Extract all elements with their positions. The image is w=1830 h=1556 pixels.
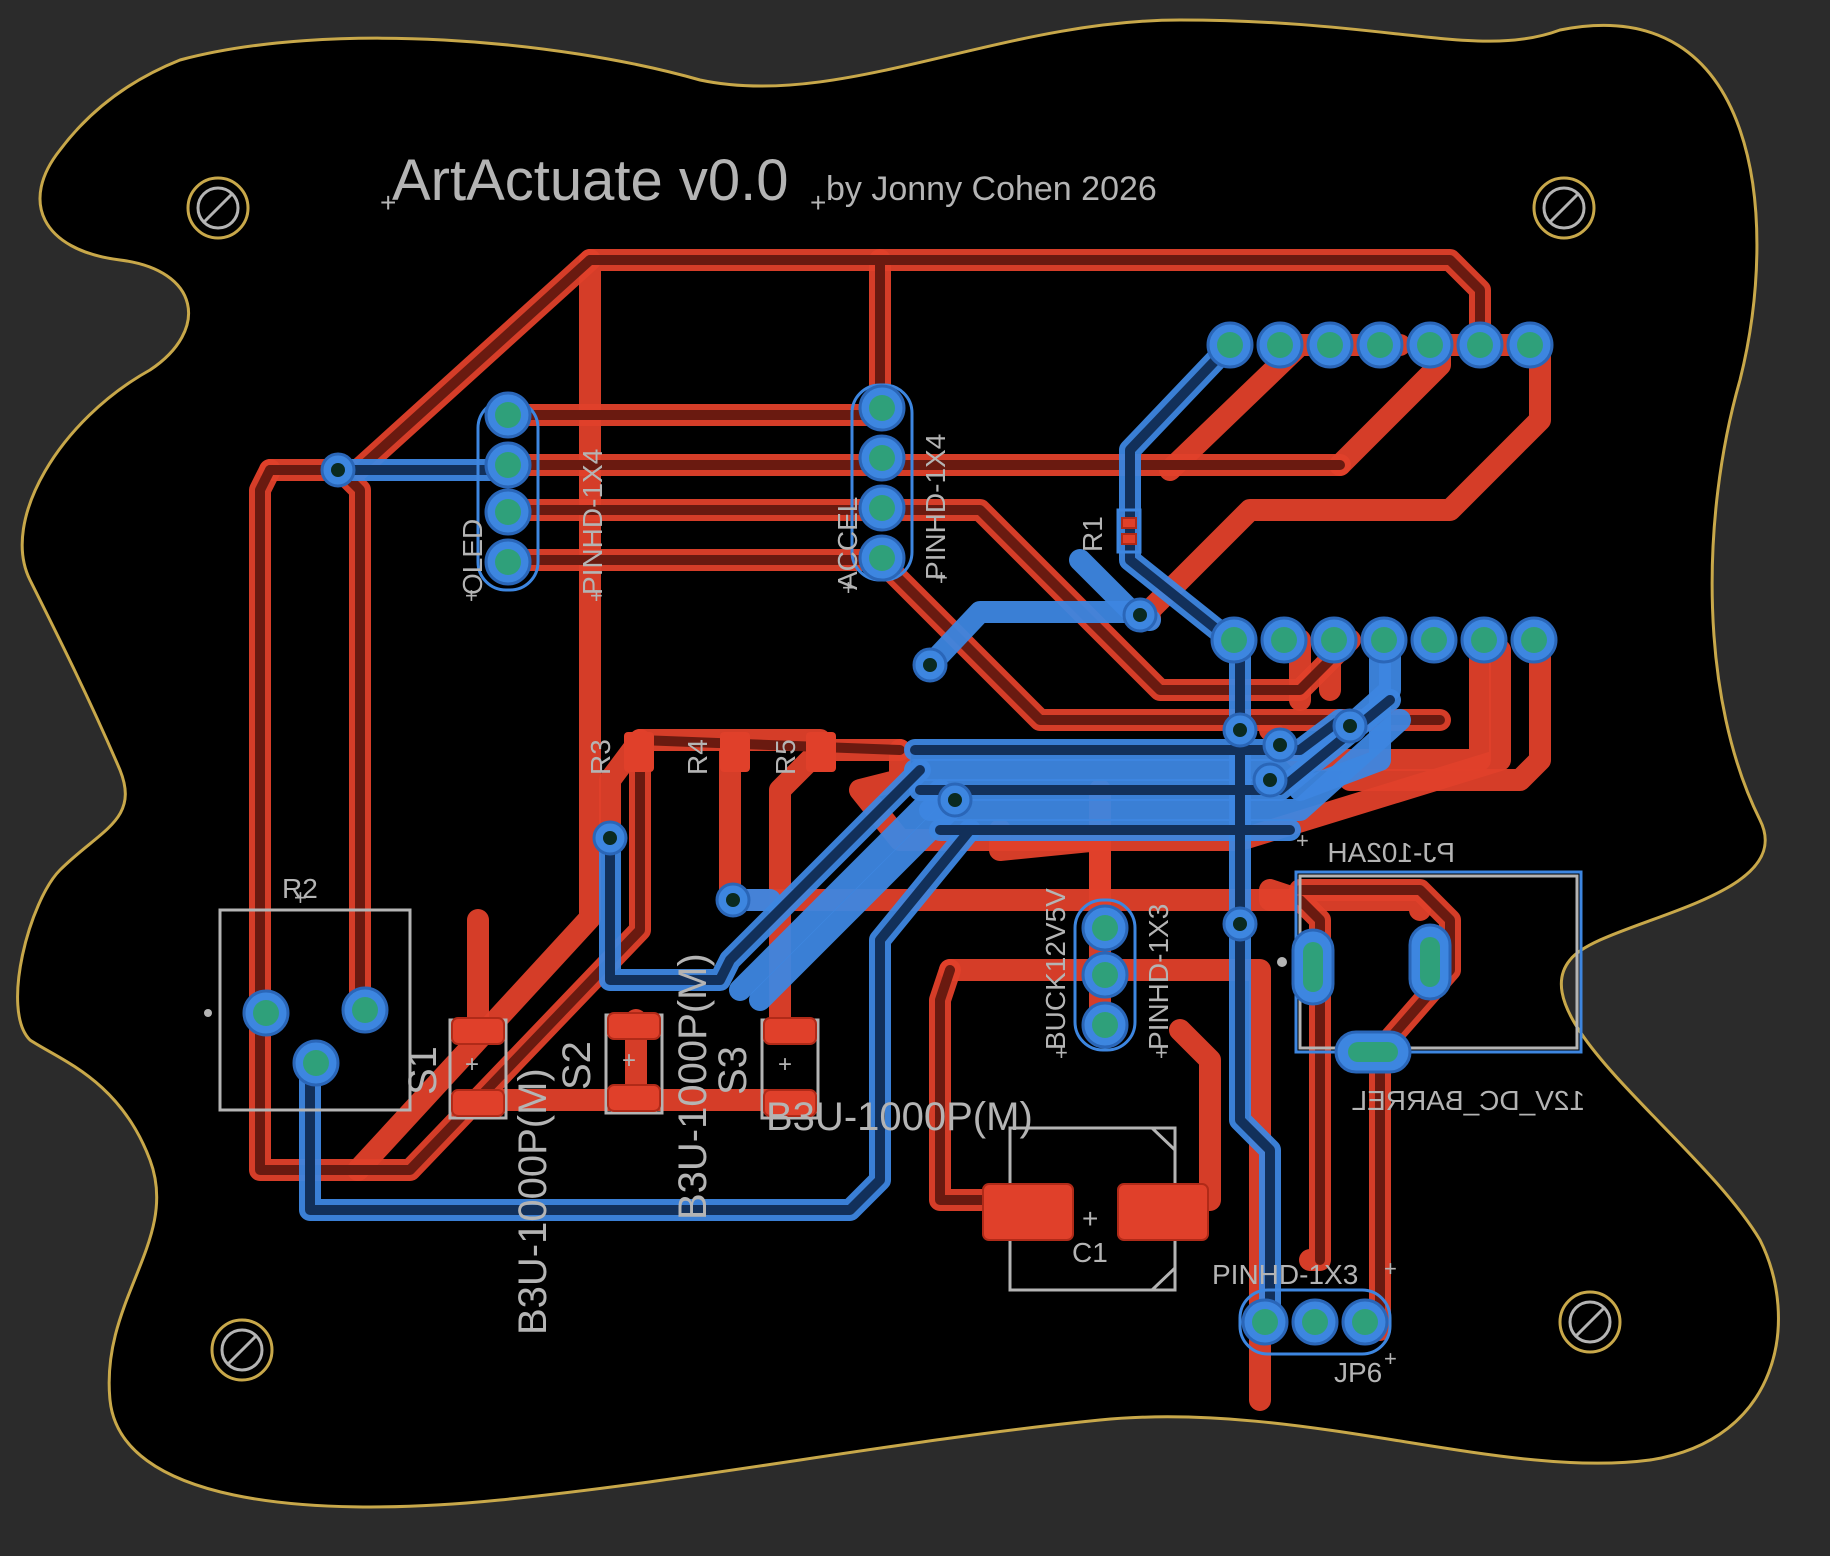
c1-label: C1: [1072, 1237, 1108, 1268]
buck-pinhd-label: PINHD-1X3: [1143, 904, 1174, 1050]
svg-text:+: +: [1155, 1040, 1168, 1065]
accel-label: ACCEL: [832, 497, 863, 590]
s2-part-label: B3U-1000P(M): [671, 953, 715, 1220]
svg-text:+: +: [935, 565, 948, 590]
svg-text:+: +: [294, 885, 307, 910]
buck-label: BUCK12V5V: [1040, 888, 1071, 1050]
header-row-lower: [1210, 616, 1558, 664]
svg-text:+: +: [1296, 828, 1309, 853]
svg-text:+: +: [842, 575, 855, 600]
switch-s1: + B3U-1000P(M): [448, 1017, 555, 1335]
accel-pinhd-label: PINHD-1X4: [920, 434, 951, 580]
svg-text:+: +: [1082, 1203, 1098, 1234]
header-row-top: [1206, 321, 1554, 369]
switch-s2: + S2 B3U-1000P(M): [555, 953, 715, 1220]
resistor-r3: R3: [585, 732, 654, 775]
resistor-r1: R1: [1077, 508, 1142, 554]
svg-text:+: +: [778, 1051, 792, 1078]
s1-part-label: B3U-1000P(M): [511, 1068, 555, 1335]
jp6-pinhd-label: PINHD-1X3: [1212, 1259, 1358, 1290]
accel-header: ACCEL PINHD-1X4 + +: [832, 383, 951, 600]
svg-text:+: +: [1384, 1256, 1397, 1281]
board-title: ArtActuate v0.0: [392, 148, 789, 213]
svg-text:+: +: [1055, 1040, 1068, 1065]
dc-barrel-jack: PJ-102AH 12V_DC_BARREL +: [1277, 828, 1585, 1116]
svg-text:+: +: [590, 583, 603, 608]
board-subtitle: by Jonny Cohen 2026: [826, 170, 1157, 208]
capacitor-c1: + C1: [982, 1126, 1209, 1292]
jp6-label: JP6: [1334, 1357, 1382, 1388]
svg-text:+: +: [622, 1047, 636, 1074]
r4-label: R4: [682, 739, 713, 775]
dc-barrel-label: 12V_DC_BARREL: [1352, 1085, 1585, 1116]
oled-pinhd-label: PINHD-1X4: [577, 449, 608, 595]
svg-text:+: +: [380, 187, 396, 218]
svg-text:+: +: [465, 583, 478, 608]
mounting-hole-icon: [1558, 1290, 1622, 1354]
svg-text:+: +: [810, 187, 826, 218]
resistor-r5: R5: [770, 732, 836, 775]
r3-label: R3: [585, 739, 616, 775]
oled-header: OLED PINHD-1X4 + +: [457, 391, 608, 608]
mounting-hole-icon: [186, 176, 250, 240]
buck-header: BUCK12V5V PINHD-1X3 + +: [1040, 888, 1174, 1065]
r5-label: R5: [770, 739, 801, 775]
mounting-hole-icon: [210, 1318, 274, 1382]
mounting-hole-icon: [1532, 176, 1596, 240]
r1-label: R1: [1077, 516, 1108, 552]
s2-label: S2: [555, 1041, 599, 1090]
oled-label: OLED: [457, 519, 488, 595]
svg-text:+: +: [1384, 1346, 1397, 1371]
switch-s3: + S3 B3U-1000P(M): [711, 1017, 1033, 1139]
resistor-r4: R4: [682, 732, 750, 775]
s3-part-label: B3U-1000P(M): [766, 1095, 1033, 1139]
r2-label: R2: [282, 873, 318, 904]
s1-label: S1: [401, 1046, 445, 1095]
svg-text:+: +: [465, 1051, 479, 1078]
potentiometer-r2: R2 + S1: [204, 873, 445, 1112]
jp6-header: PINHD-1X3 JP6 + +: [1212, 1256, 1397, 1388]
vias: [320, 452, 1368, 942]
pj102ah-label: PJ-102AH: [1327, 837, 1455, 868]
s3-label: S3: [711, 1046, 755, 1095]
